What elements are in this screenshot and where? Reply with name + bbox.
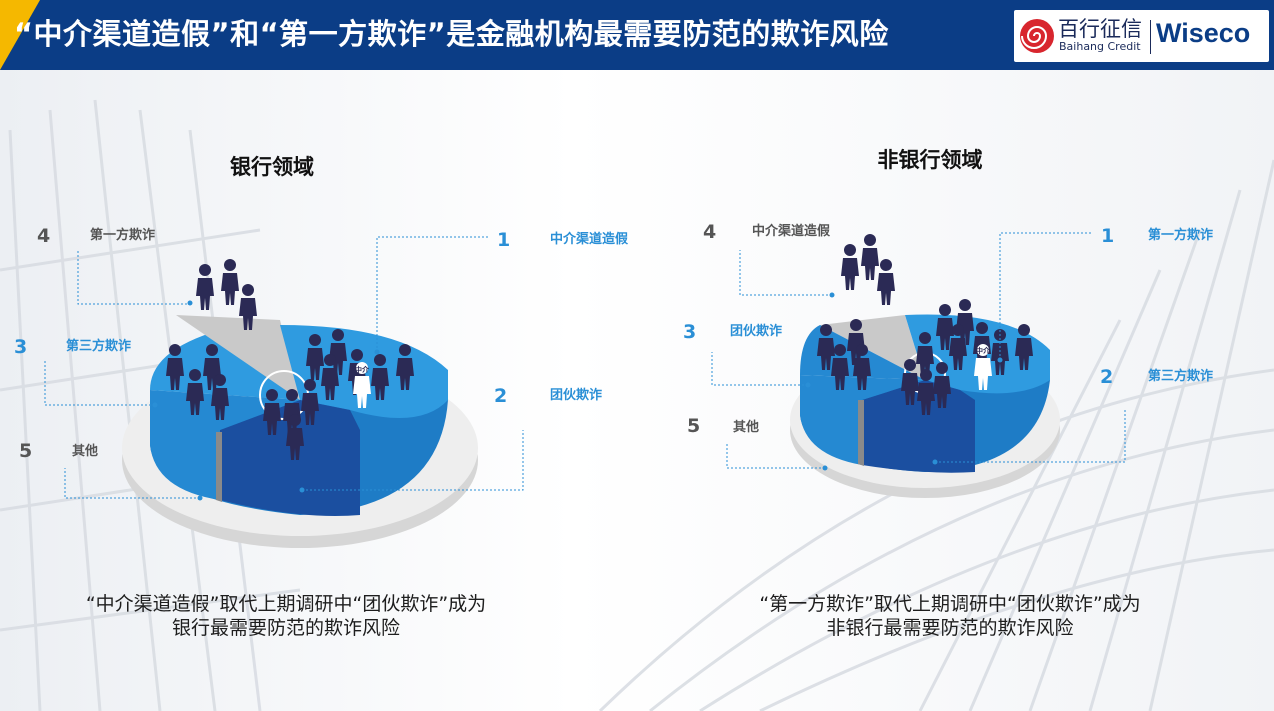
nonbank-connectors bbox=[711, 232, 1126, 469]
nonbank-item-1-num: 1 bbox=[1101, 225, 1114, 247]
bank-item-5-num: 5 bbox=[19, 440, 32, 462]
nonbank-title: 非银行领域 bbox=[878, 148, 983, 172]
bank-item-1-num: 1 bbox=[497, 229, 510, 251]
nonbank-item-5-num: 5 bbox=[687, 415, 700, 437]
bank-caption: “中介渠道造假”取代上期调研中“团伙欺诈”成为 银行最需要防范的欺诈风险 bbox=[16, 592, 556, 640]
bank-item-5-label: 其他 bbox=[72, 443, 98, 459]
bank-item-2-label: 团伙欺诈 bbox=[550, 387, 602, 403]
nonbank-caption-line1: “第一方欺诈”取代上期调研中“团伙欺诈”成为 bbox=[759, 593, 1141, 615]
spiral-logo-icon bbox=[1020, 19, 1054, 53]
nonbank-item-2-label: 第三方欺诈 bbox=[1148, 368, 1213, 384]
nonbank-item-2-num: 2 bbox=[1100, 366, 1113, 388]
bank-item-4-num: 4 bbox=[37, 225, 50, 247]
brand-wiseco: Wiseco bbox=[1156, 18, 1251, 48]
bank-item-2-num: 2 bbox=[494, 385, 507, 407]
bank-caption-line1: “中介渠道造假”取代上期调研中“团伙欺诈”成为 bbox=[85, 593, 487, 615]
nonbank-caption-line2: 非银行最需要防范的欺诈风险 bbox=[826, 617, 1074, 639]
nonbank-item-3-num: 3 bbox=[683, 321, 696, 343]
brand-divider bbox=[1150, 20, 1151, 54]
nonbank-item-3-label: 团伙欺诈 bbox=[730, 323, 782, 339]
nonbank-slice-other bbox=[800, 375, 925, 465]
nonbank-pie-group: 中介 bbox=[790, 234, 1060, 498]
nonbank-slice-gap bbox=[858, 400, 864, 466]
header-bar: “中介渠道造假”和“第一方欺诈”是金融机构最需要防范的欺诈风险 百行征信 Bai… bbox=[0, 0, 1274, 70]
bank-item-3-num: 3 bbox=[14, 336, 27, 358]
brand-name-cn: 百行征信 bbox=[1058, 17, 1142, 41]
bank-slice-1st bbox=[176, 315, 300, 400]
bank-slice-gang bbox=[220, 400, 360, 516]
nonbank-item-1-label: 第一方欺诈 bbox=[1148, 227, 1213, 243]
bank-item-4-label: 第一方欺诈 bbox=[90, 227, 155, 243]
bank-caption-line2: 银行最需要防范的欺诈风险 bbox=[171, 617, 400, 639]
bank-slice-other bbox=[150, 390, 300, 500]
bank-item-3-label: 第三方欺诈 bbox=[66, 338, 131, 354]
bank-pie-group: 中介 bbox=[122, 259, 478, 548]
nonbank-slice-3rd bbox=[862, 380, 975, 473]
brand-name-en: Baihang Credit bbox=[1059, 40, 1141, 53]
bank-connector-dots bbox=[152, 300, 380, 501]
header-accent bbox=[0, 0, 40, 70]
bank-title: 银行领域 bbox=[230, 155, 314, 179]
bank-slice-gap bbox=[216, 432, 222, 502]
bank-agent-badge: 中介 bbox=[355, 365, 370, 374]
nonbank-caption: “第一方欺诈”取代上期调研中“团伙欺诈”成为 非银行最需要防范的欺诈风险 bbox=[680, 592, 1220, 640]
bank-item-1-label: 中介渠道造假 bbox=[550, 231, 629, 247]
nonbank-connector-dots bbox=[805, 292, 1003, 471]
nonbank-item-4-num: 4 bbox=[703, 221, 716, 243]
brand-logo-block: 百行征信 Baihang Credit Wiseco bbox=[1014, 10, 1269, 62]
pie-diagrams: 中介 bbox=[14, 148, 1213, 548]
nonbank-item-4-label: 中介渠道造假 bbox=[752, 223, 831, 239]
nonbank-agent-badge: 中介 bbox=[976, 346, 991, 355]
nonbank-slice-agent bbox=[820, 315, 925, 380]
page-title: “中介渠道造假”和“第一方欺诈”是金融机构最需要防范的欺诈风险 bbox=[14, 17, 889, 51]
nonbank-item-5-label: 其他 bbox=[733, 419, 759, 435]
